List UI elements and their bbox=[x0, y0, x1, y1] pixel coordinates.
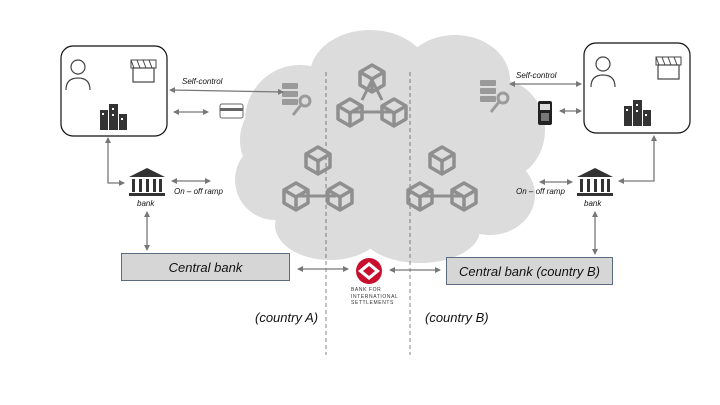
country-b-label: (country B) bbox=[425, 310, 489, 325]
bis-label-line3: SETTLEMENTS bbox=[351, 300, 394, 306]
buildings-icon-right bbox=[624, 100, 651, 126]
person-icon-left bbox=[65, 59, 91, 91]
bis-label-line1: BANK FOR bbox=[351, 287, 382, 293]
card-icon bbox=[219, 103, 244, 119]
central-bank-box-right: Central bank (country B) bbox=[446, 257, 613, 285]
cube-cluster-top bbox=[336, 63, 408, 128]
bis-logo bbox=[356, 258, 382, 284]
bis-label: BANK FOR INTERNATIONAL SETTLEMENTS bbox=[351, 287, 411, 307]
country-a-label: (country A) bbox=[255, 310, 319, 325]
bank-label-left: bank bbox=[137, 199, 155, 208]
pos-terminal-icon bbox=[538, 101, 552, 125]
bank-icon-left bbox=[129, 168, 165, 196]
cube-cluster-left bbox=[282, 145, 354, 212]
on-off-ramp-label-right: On – off ramp bbox=[516, 187, 565, 196]
cube-cluster-right bbox=[406, 145, 478, 212]
shop-icon-right bbox=[655, 56, 682, 80]
self-control-label-left: Self-control bbox=[182, 77, 223, 86]
database-key-icon-left bbox=[282, 83, 312, 116]
bank-icon-right bbox=[577, 168, 613, 196]
bank-label-right: bank bbox=[584, 199, 602, 208]
buildings-icon-left bbox=[100, 104, 127, 130]
database-key-icon-right bbox=[480, 80, 510, 113]
shop-icon-left bbox=[130, 59, 157, 83]
self-control-label-right: Self-control bbox=[516, 71, 557, 80]
connectors bbox=[105, 81, 657, 273]
bis-label-line2: INTERNATIONAL bbox=[351, 293, 399, 300]
central-bank-box-left: Central bank bbox=[121, 253, 290, 281]
blockchain-cloud bbox=[235, 30, 545, 263]
person-icon-right bbox=[590, 56, 616, 88]
on-off-ramp-label-left: On – off ramp bbox=[174, 187, 223, 196]
